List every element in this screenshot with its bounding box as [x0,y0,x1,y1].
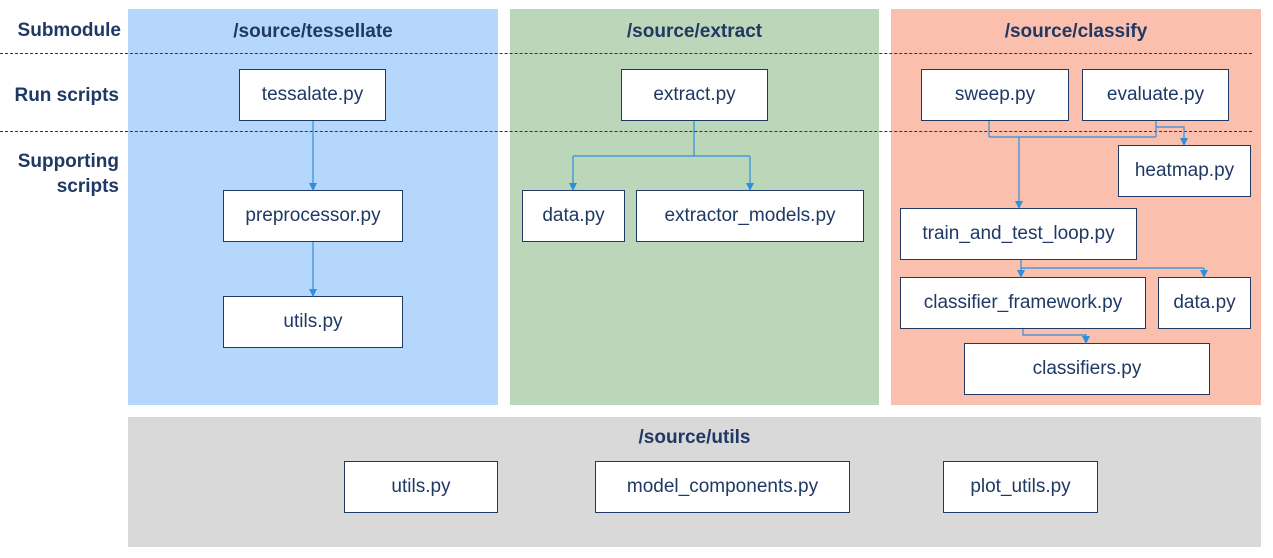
separator-run-scripts [0,131,1252,132]
tessellate-title: /source/tessellate [233,21,393,42]
tessellate-utils-py-box[interactable]: utils.py [223,296,403,348]
evaluate-py-box[interactable]: evaluate.py [1082,69,1229,121]
utils-title: /source/utils [638,427,751,448]
sweep-py-box[interactable]: sweep.py [921,69,1069,121]
extract-py-box[interactable]: extract.py [621,69,768,121]
row-label-supporting-line1: Supporting [17,151,119,172]
row-label-supporting-line2: scripts [56,176,119,197]
row-label-run-scripts: Run scripts [14,85,119,106]
preprocessor-py-box[interactable]: preprocessor.py [223,190,403,242]
row-label-submodule: Submodule [17,20,121,41]
utils-utils-py-box[interactable]: utils.py [344,461,498,513]
tessalate-py-box[interactable]: tessalate.py [239,69,386,121]
model-components-py-box[interactable]: model_components.py [595,461,850,513]
classify-title: /source/classify [1004,21,1148,42]
classifiers-py-box[interactable]: classifiers.py [964,343,1210,395]
extract-data-py-box[interactable]: data.py [522,190,625,242]
heatmap-py-box[interactable]: heatmap.py [1118,145,1251,197]
classifier-framework-py-box[interactable]: classifier_framework.py [900,277,1146,329]
row-label-supporting: Supporting scripts [0,149,119,199]
train-and-test-loop-py-box[interactable]: train_and_test_loop.py [900,208,1137,260]
plot-utils-py-box[interactable]: plot_utils.py [943,461,1098,513]
extractor-models-py-box[interactable]: extractor_models.py [636,190,864,242]
classify-data-py-box[interactable]: data.py [1158,277,1251,329]
separator-submodule [0,53,1252,54]
extract-title: /source/extract [626,21,763,42]
